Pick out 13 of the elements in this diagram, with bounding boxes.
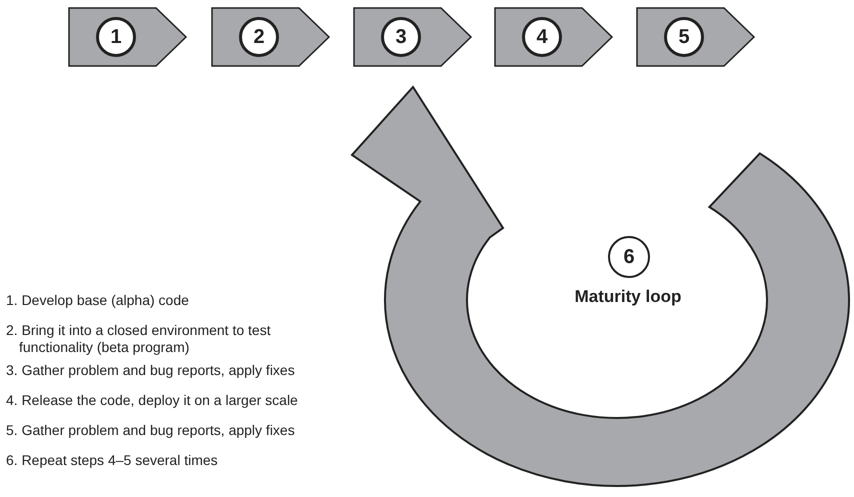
loop-title: Maturity loop: [574, 287, 682, 307]
step-description: 4. Release the code, deploy it on a larger scale: [6, 392, 299, 409]
step-description: 5. Gather problem and bug reports, apply fixes: [6, 422, 296, 439]
step-pentagon: [353, 7, 473, 67]
step-pentagon: [68, 7, 188, 67]
step-description: 3. Gather problem and bug reports, apply fixes: [6, 362, 296, 379]
step-pentagon: [636, 7, 756, 67]
step-number: 6: [608, 236, 650, 278]
step-description: 1. Develop base (alpha) code: [6, 292, 190, 309]
step-description: 6. Repeat steps 4–5 several times: [6, 452, 219, 469]
step-pentagon: [211, 7, 331, 67]
step-pentagon: [494, 7, 614, 67]
step-description: 2. Bring it into a closed environment to test functionality (beta program): [6, 322, 272, 356]
